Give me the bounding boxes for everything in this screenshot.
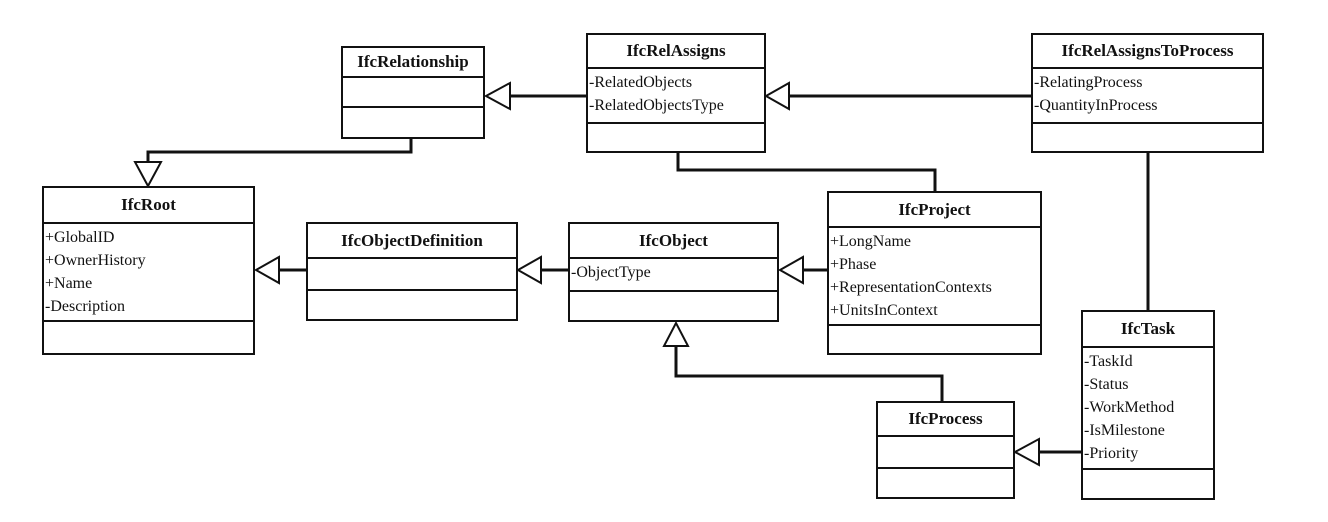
class-box-ifcrelassigns: IfcRelAssigns -RelatedObjects -RelatedOb… — [586, 33, 766, 153]
attribute: +Phase — [830, 256, 877, 273]
attribute: -Description — [45, 298, 125, 315]
attribute-compartment: -RelatedObjects -RelatedObjectsType — [588, 69, 764, 124]
class-name: IfcRelAssigns — [588, 35, 764, 69]
class-name: IfcProcess — [878, 403, 1013, 437]
generalization-relationship-to-root — [146, 138, 413, 162]
hollow-arrowhead-relassigns — [763, 81, 790, 111]
attribute-compartment: -TaskId -Status -WorkMethod -IsMilestone… — [1083, 348, 1213, 470]
attribute: +UnitsInContext — [830, 302, 938, 319]
attribute: +RepresentationContexts — [830, 279, 992, 296]
hollow-arrowhead-object-side — [777, 255, 804, 285]
class-name: IfcObject — [570, 224, 777, 259]
hollow-arrowhead-root-side — [253, 255, 280, 285]
attribute-compartment: -ObjectType — [570, 259, 777, 292]
hollow-arrowhead-relationship — [483, 81, 511, 111]
attribute-compartment — [343, 78, 483, 108]
class-name: IfcProject — [829, 193, 1040, 228]
attribute-compartment — [878, 437, 1013, 469]
attribute: -RelatedObjects — [589, 74, 693, 91]
attribute: -WorkMethod — [1084, 399, 1175, 416]
class-box-ifcobjectdefinition: IfcObjectDefinition — [306, 222, 518, 321]
class-box-ifcrelationship: IfcRelationship — [341, 46, 485, 139]
attribute: -IsMilestone — [1084, 422, 1165, 439]
attribute-compartment: -RelatingProcess -QuantityInProcess — [1033, 69, 1262, 124]
attribute: -ObjectType — [571, 264, 651, 281]
hollow-arrowhead-root-top — [133, 161, 163, 189]
generalization-process-to-object — [674, 346, 944, 401]
attribute: +LongName — [830, 233, 911, 250]
attribute-compartment: +GlobalID +OwnerHistory +Name -Descripti… — [44, 224, 253, 322]
attribute: +Name — [45, 275, 93, 292]
hollow-arrowhead-object-bottom — [662, 320, 690, 347]
class-box-ifcrelassignstoprocess: IfcRelAssignsToProcess -RelatingProcess … — [1031, 33, 1264, 153]
hollow-arrowhead-objectdefinition — [515, 255, 542, 285]
class-name: IfcRelAssignsToProcess — [1033, 35, 1262, 69]
class-name: IfcObjectDefinition — [308, 224, 516, 259]
attribute: +OwnerHistory — [45, 252, 146, 269]
class-name: IfcRelationship — [343, 48, 483, 78]
attribute: +GlobalID — [45, 229, 115, 246]
attribute: -QuantityInProcess — [1034, 97, 1158, 114]
attribute-compartment — [308, 259, 516, 291]
class-box-ifcroot: IfcRoot +GlobalID +OwnerHistory +Name -D… — [42, 186, 255, 355]
class-name: IfcRoot — [44, 188, 253, 224]
attribute: -TaskId — [1084, 353, 1133, 370]
class-box-ifctask: IfcTask -TaskId -Status -WorkMethod -IsM… — [1081, 310, 1215, 500]
attribute-compartment: +LongName +Phase +RepresentationContexts… — [829, 228, 1040, 326]
hollow-arrowhead-process — [1012, 437, 1040, 467]
class-box-ifcprocess: IfcProcess — [876, 401, 1015, 499]
attribute: -RelatingProcess — [1034, 74, 1143, 91]
class-box-ifcobject: IfcObject -ObjectType — [568, 222, 779, 322]
attribute: -RelatedObjectsType — [589, 97, 724, 114]
class-name: IfcTask — [1083, 312, 1213, 348]
attribute: -Status — [1084, 376, 1129, 393]
class-box-ifcproject: IfcProject +LongName +Phase +Representat… — [827, 191, 1042, 355]
attribute: -Priority — [1084, 445, 1139, 462]
association-relassigns-project — [676, 152, 937, 191]
